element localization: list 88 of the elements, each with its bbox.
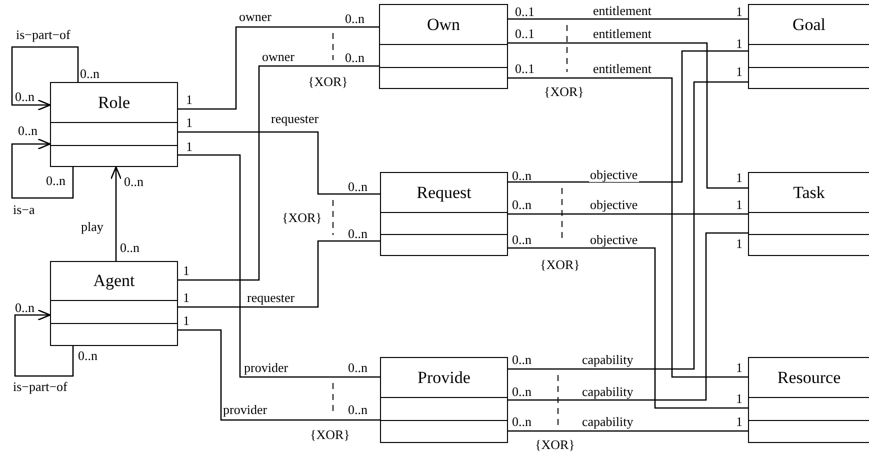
multiplicity-label: 0..n — [46, 173, 66, 189]
role-name-label: objective — [589, 168, 639, 182]
multiplicity-label: 0..n — [78, 348, 98, 364]
constraint-label: {XOR} — [310, 427, 350, 443]
multiplicity-label: 1 — [183, 313, 190, 329]
multiplicity-label: 0..n — [18, 123, 38, 139]
multiplicity-label: 0..1 — [515, 26, 534, 42]
multiplicity-label: 0..n — [348, 402, 368, 418]
class-name: Provide — [418, 368, 470, 388]
multiplicity-label: 1 — [186, 92, 192, 108]
multiplicity-label: 1 — [186, 139, 192, 155]
class-box — [380, 172, 508, 256]
role-name-label: objective — [589, 198, 639, 212]
association-line — [178, 26, 379, 110]
class-name: Agent — [93, 271, 135, 291]
association-line — [508, 213, 748, 215]
constraint-label: {XOR} — [282, 210, 322, 226]
association-line — [508, 430, 748, 432]
class-name: Own — [426, 14, 460, 34]
association-line — [178, 65, 379, 281]
arrow — [14, 309, 74, 377]
class-name: Resource — [777, 368, 841, 388]
role-name-label: objective — [589, 233, 639, 247]
multiplicity-label: 1 — [736, 4, 742, 20]
arrow — [11, 46, 79, 111]
constraint-label: {XOR} — [544, 84, 584, 100]
multiplicity-label: 0..n — [512, 168, 532, 184]
multiplicity-label: 0..n — [345, 50, 364, 66]
role-name-label: play — [80, 220, 104, 234]
multiplicity-label: 0..n — [348, 360, 368, 376]
multiplicity-label: 1 — [736, 36, 742, 52]
multiplicity-label: 0..n — [348, 226, 368, 242]
multiplicity-label: 1 — [736, 64, 742, 80]
multiplicity-label: 1 — [183, 263, 190, 279]
association-line — [178, 329, 380, 421]
multiplicity-label: 0..n — [512, 352, 532, 368]
arrow — [110, 166, 122, 261]
role-name-label: entitlement — [592, 62, 652, 76]
association-line — [508, 18, 748, 20]
class-box — [379, 4, 508, 89]
class-name: Task — [793, 182, 825, 202]
class-box — [748, 4, 869, 89]
multiplicity-label: 0..n — [345, 11, 364, 27]
multiplicity-label: 0..n — [120, 240, 140, 256]
multiplicity-label: 0..n — [15, 300, 34, 316]
multiplicity-label: 0..n — [512, 232, 532, 248]
association-line — [178, 240, 380, 308]
multiplicity-label: 1 — [183, 290, 190, 306]
class-box — [380, 357, 508, 443]
multiplicity-label: 0..n — [80, 66, 100, 82]
role-name-label: capability — [581, 353, 634, 367]
constraint-label: {XOR} — [308, 74, 348, 90]
association-line — [178, 131, 380, 195]
constraint-label: {XOR} — [535, 437, 575, 453]
multiplicity-label: 1 — [736, 391, 742, 407]
arrow — [11, 138, 74, 199]
multiplicity-label: 1 — [736, 360, 742, 376]
class-box — [748, 172, 869, 256]
multiplicity-label: 1 — [186, 115, 192, 131]
multiplicity-label: 1 — [736, 414, 742, 430]
multiplicity-label: 0..n — [124, 174, 144, 190]
class-name: Goal — [792, 14, 826, 34]
role-name-label: provider — [222, 403, 268, 417]
multiplicity-label: 1 — [736, 236, 742, 252]
class-box — [50, 82, 178, 167]
class-name: Role — [98, 92, 130, 112]
role-name-label: capability — [581, 415, 634, 429]
multiplicity-label: 0..n — [348, 179, 368, 195]
role-name-label: is−part−of — [15, 28, 72, 42]
class-box — [748, 357, 869, 443]
role-name-label: capability — [581, 385, 634, 399]
multiplicity-label: 0..n — [512, 384, 532, 400]
role-name-label: entitlement — [592, 4, 652, 18]
multiplicity-label: 0..n — [512, 197, 532, 213]
multiplicity-label: 0..1 — [515, 61, 534, 77]
multiplicity-label: 0..n — [512, 414, 532, 430]
association-line — [178, 154, 380, 378]
role-name-label: is−a — [12, 203, 36, 217]
role-name-label: entitlement — [592, 27, 652, 41]
multiplicity-label: 1 — [736, 197, 742, 213]
role-name-label: provider — [243, 361, 290, 375]
class-box — [50, 261, 178, 346]
multiplicity-label: 0..1 — [515, 4, 534, 20]
multiplicity-label: 1 — [736, 170, 742, 186]
class-name: Request — [416, 182, 472, 202]
multiplicity-label: 0..n — [15, 89, 34, 105]
constraint-label: {XOR} — [540, 257, 580, 273]
role-name-label: is−part−of — [12, 380, 68, 394]
